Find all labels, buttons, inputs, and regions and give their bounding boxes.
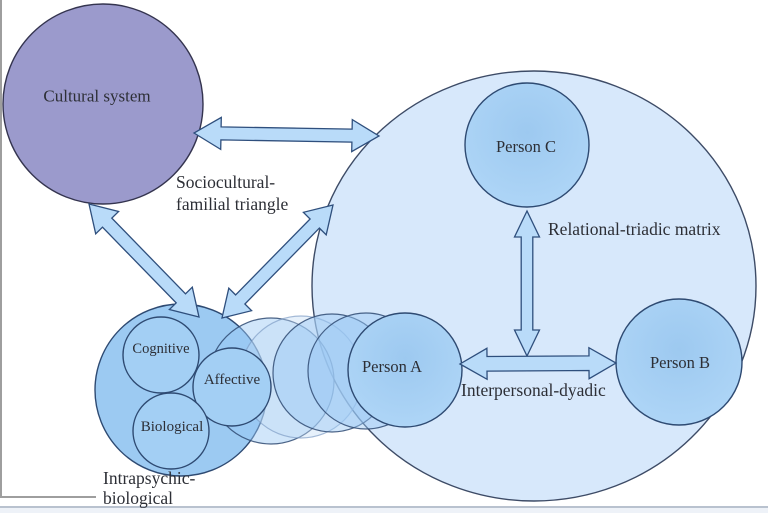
interpersonal-dyadic-annotation: Interpersonal-dyadic	[461, 380, 606, 400]
person-a-circle	[347, 312, 463, 428]
page-bottom-rule	[0, 506, 768, 508]
person-c-label: Person C	[495, 136, 557, 156]
page-bottom-strip	[0, 508, 768, 513]
arrow-cultural-matrix	[192, 116, 381, 153]
biological-label: Biological	[140, 418, 204, 435]
cognitive-circle	[122, 316, 200, 394]
intrapsychic-biological-annotation: Intrapsychic- biological	[103, 468, 196, 508]
cognitive-label: Cognitive	[132, 341, 190, 358]
relational-triadic-annotation: Relational-triadic matrix	[548, 219, 721, 239]
affective-circle	[192, 347, 272, 427]
affective-label: Affective	[203, 371, 261, 388]
arrow-matrix-intrapsychic	[221, 204, 334, 319]
cultural-system-label: Cultural system	[43, 86, 151, 106]
sociocultural-familial-annotation: Sociocultural- familial triangle	[176, 172, 289, 214]
person-b-label: Person B	[649, 352, 711, 372]
biological-circle	[132, 392, 210, 470]
image-left-border	[0, 0, 2, 497]
person-a-label: Person A	[361, 356, 423, 376]
cultural-system-circle	[2, 3, 204, 205]
person-c-circle	[464, 82, 590, 208]
image-corner-border	[0, 496, 96, 498]
arrow-interpersonal-dyadic	[458, 346, 618, 381]
person-b-circle	[615, 298, 743, 426]
arrow-cultural-intrapsychic	[88, 203, 200, 318]
